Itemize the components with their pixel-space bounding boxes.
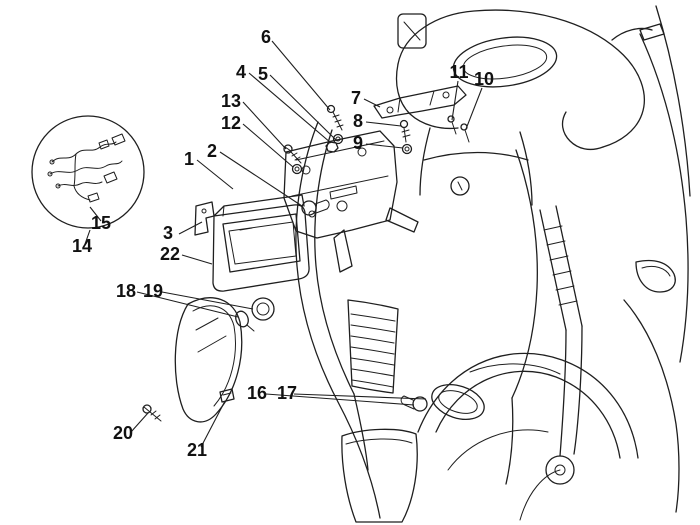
headlamp-assembly (194, 104, 419, 292)
right-grip-end (639, 23, 665, 41)
leader-line-7 (363, 98, 381, 108)
leader-line-11 (451, 80, 459, 121)
leader-line-6 (271, 40, 331, 111)
front-fork (539, 205, 583, 457)
turn-signal-housing (174, 297, 243, 423)
screw-20 (142, 404, 152, 414)
screw-11 (447, 115, 455, 123)
callout-17: 17 (277, 383, 297, 403)
callout-11: 11 (449, 62, 468, 82)
callout-3: 3 (163, 223, 173, 243)
leader-line-12 (242, 123, 294, 168)
leader-line-2 (219, 151, 303, 207)
wiring-harness-inset (31, 115, 145, 229)
clip-21 (219, 388, 235, 403)
leader-line-10 (465, 87, 483, 130)
handlebar-bracket (373, 85, 470, 155)
leader-line-16 (265, 393, 415, 406)
washer-9 (401, 143, 413, 155)
callout-labels: 1 2 3 4 5 6 7 8 9 10 11 12 13 14 15 16 1… (72, 27, 494, 460)
headlamp-unit (212, 194, 310, 292)
wire-connector (98, 139, 110, 150)
nut-4 (325, 141, 339, 153)
callout-6: 6 (261, 27, 271, 47)
wire-connector (103, 171, 118, 184)
leader-line-15 (89, 206, 102, 222)
signal-bulb (235, 310, 249, 328)
wire-connector (111, 133, 126, 146)
handlebar (395, 9, 665, 151)
headlamp-bulb (301, 199, 330, 216)
front-shield (295, 121, 538, 519)
leader-line-19 (161, 291, 254, 310)
washer-12 (291, 163, 303, 175)
callout-14: 14 (72, 236, 92, 256)
scooter-body (295, 5, 691, 523)
callout-8: 8 (353, 111, 363, 131)
callout-16: 16 (247, 383, 267, 403)
headlamp-bracket-plate (283, 130, 419, 273)
leader-line-20 (130, 412, 149, 433)
mirror-mount (397, 13, 427, 49)
callout-15: 15 (91, 213, 111, 233)
leader-line-21 (200, 400, 226, 448)
leader-line-13 (242, 101, 287, 150)
grab-handle (635, 259, 676, 293)
inset-circle (31, 115, 145, 229)
callout-4: 4 (236, 62, 246, 82)
lower-panel (341, 428, 418, 523)
bulb-holder-ring (251, 297, 275, 321)
leader-line-14 (84, 229, 91, 245)
callout-22: 22 (160, 244, 180, 264)
callout-7: 7 (351, 88, 361, 108)
callout-10: 10 (474, 69, 494, 89)
callout-20: 20 (113, 423, 133, 443)
callout-9: 9 (353, 133, 363, 153)
screw-10 (460, 123, 468, 131)
screw-13 (283, 144, 293, 154)
headlamp-lens (222, 213, 301, 273)
front-fender (417, 352, 639, 521)
instrument-cluster (452, 36, 558, 88)
leader-line-8 (365, 121, 402, 127)
leader-lines (84, 40, 483, 448)
leader-line-17 (293, 393, 427, 400)
small-bracket (194, 201, 215, 236)
right-lamp-bulb (400, 383, 485, 421)
callout-21: 21 (187, 440, 207, 460)
ignition-lock (450, 176, 470, 196)
callout-19: 19 (143, 281, 163, 301)
wire-connector (87, 192, 100, 203)
screw-set-top (325, 104, 344, 153)
leader-line-18 (136, 291, 239, 318)
leader-line-22 (181, 254, 213, 265)
washer-5 (332, 133, 344, 145)
callout-2: 2 (207, 141, 217, 161)
leader-line-3 (178, 221, 203, 235)
callout-12: 12 (221, 113, 241, 133)
horn-grille (347, 299, 399, 394)
leader-line-1 (196, 159, 234, 190)
screw-set-left (283, 144, 303, 175)
screw-6 (326, 104, 336, 114)
callout-13: 13 (221, 91, 241, 111)
side-bodywork (623, 5, 691, 513)
screw-8 (399, 119, 409, 129)
right-bulb (412, 396, 428, 412)
leader-line-5 (269, 74, 338, 142)
steering-column (419, 127, 533, 206)
callout-5: 5 (258, 64, 268, 84)
leader-line-4 (248, 72, 332, 144)
callout-18: 18 (116, 281, 136, 301)
right-lamp-housing (431, 383, 485, 421)
left-turn-signal (142, 297, 275, 423)
leader-line-9 (365, 143, 404, 149)
callout-1: 1 (184, 149, 194, 169)
